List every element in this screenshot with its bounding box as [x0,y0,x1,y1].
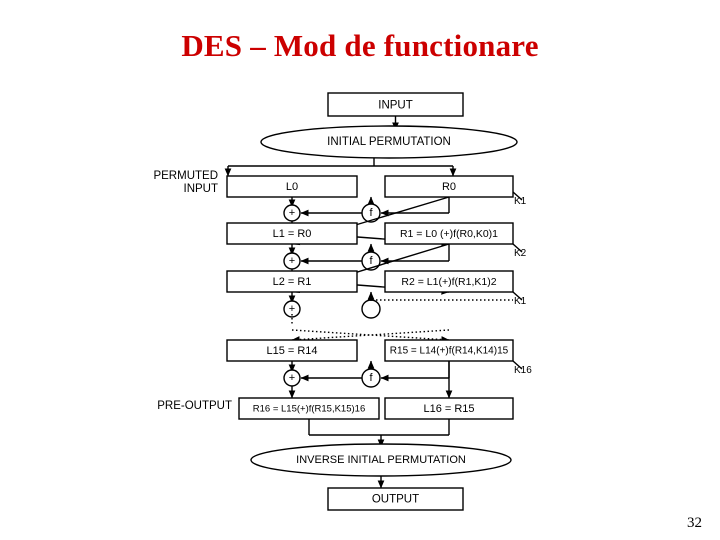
permuted-input-label-line2: INPUT [184,183,219,195]
row-1-xor-symbol: + [289,255,295,267]
pre-output-label: PRE-OUTPUT [157,400,232,412]
row-2-key-wire [512,291,523,301]
row-0-right-label: R0 [442,181,456,193]
row-2-right-box[interactable] [384,270,514,293]
row-3-right-label: R15 = L14(+)f(R14,K14)15 [390,346,509,357]
row-2-right-label: R2 = L1(+)f(R1,K1)2 [401,276,496,288]
row-4-left-label: R16 = L15(+)f(R15,K15)16 [253,404,365,415]
output-box-label: OUTPUT [372,494,419,506]
row-0-key-label: K1 [514,196,527,207]
row-2-key-label: K1 [514,296,527,307]
row-1-key-wire [512,243,523,253]
output-box[interactable] [327,487,464,511]
row-0-left-label: L0 [286,181,298,193]
row-1-left-label: L1 = R0 [273,228,312,240]
row-3-key-wire [512,360,523,370]
row-3-f-symbol: f [369,372,373,384]
row-2-xor-circle [283,300,301,318]
row-0-xor-symbol: + [289,207,295,219]
row-2-f-circle[interactable] [361,299,381,319]
row-4-right-label: L16 = R15 [423,403,474,415]
row-2-left-label: L2 = R1 [273,276,312,288]
initial-permutation-ellipse[interactable] [260,125,518,159]
row-3-xor-symbol: + [289,372,295,384]
row-0-key-wire [512,191,523,201]
permuted-input-label-line1: PERMUTED [153,170,218,182]
des-flowchart: INPUT INITIAL PERMUTATION PERMUTED INPUT… [140,82,580,512]
row-2-xor-symbol: + [289,303,295,315]
row-0-f-symbol: f [369,207,373,219]
row-3-key-label: K16 [514,365,532,376]
row-2-cross-b [291,329,450,343]
initial-permutation-label: INITIAL PERMUTATION [327,136,451,148]
input-box-label: INPUT [378,100,413,112]
row-2-cross-a [291,329,450,343]
page-number: 32 [687,515,702,531]
row-1-f-symbol: f [369,255,373,267]
inverse-initial-permutation-label: INVERSE INITIAL PERMUTATION [296,454,466,466]
row-1-right-label: R1 = L0 (+)f(R0,K0)1 [400,228,498,240]
row-1-key-label: K2 [514,248,527,259]
row-3-left-label: L15 = R14 [266,345,317,357]
page-title: DES – Mod de functionare [181,28,539,63]
